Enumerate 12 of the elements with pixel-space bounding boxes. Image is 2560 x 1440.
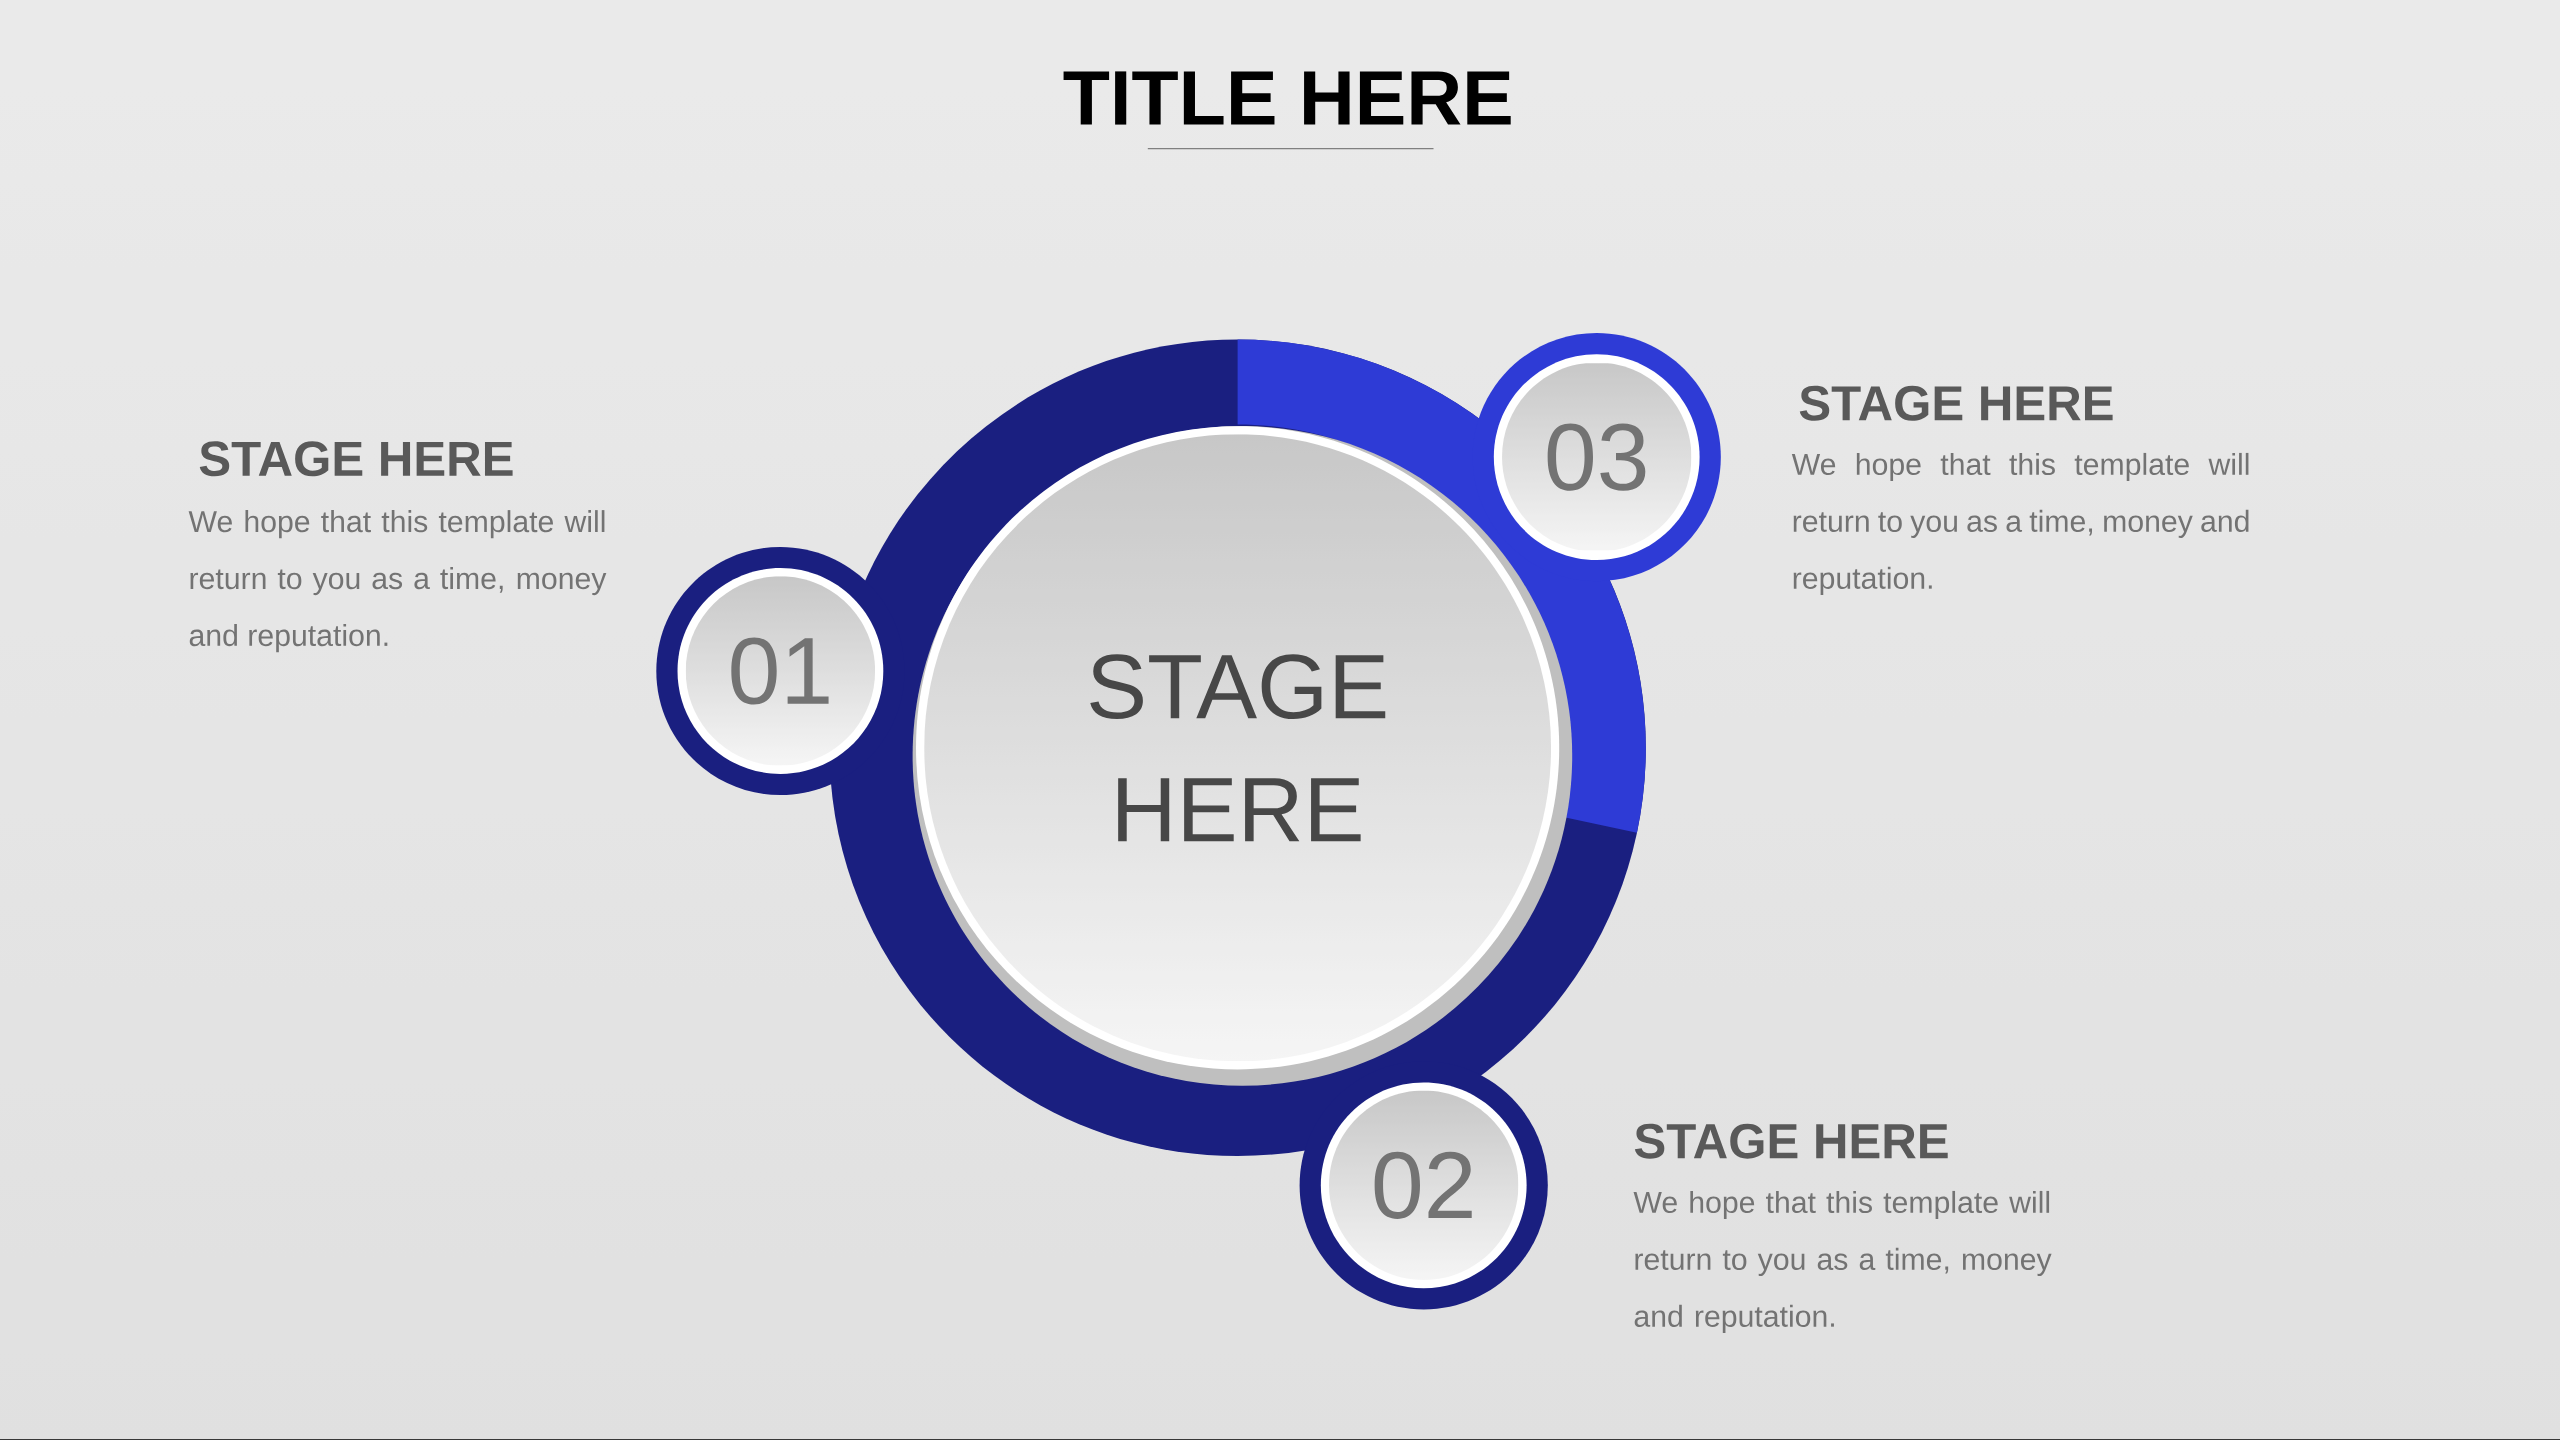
stage-heading: STAGE HERE — [199, 441, 513, 477]
number-badge: 02 — [1299, 1061, 1548, 1310]
number-badge: 03 — [1472, 333, 1721, 582]
stage-description: We hope that this template will return to you as a time, money and reputation. — [1633, 1190, 2052, 1333]
stage-description: We hope that this template will return to you as a time, money and reputation. — [1791, 452, 2249, 595]
title: TITLE HERE — [1063, 71, 1511, 125]
node-label: 01 — [731, 637, 829, 705]
node-label: 02 — [1374, 1151, 1472, 1219]
stage-heading: STAGE HERE — [1634, 1123, 1948, 1159]
stage-description: We hope that this template will return to you as a time, money and reputation. — [188, 510, 607, 653]
number-badge: 01 — [656, 546, 905, 796]
stage-heading: STAGE HERE — [1799, 385, 2113, 421]
